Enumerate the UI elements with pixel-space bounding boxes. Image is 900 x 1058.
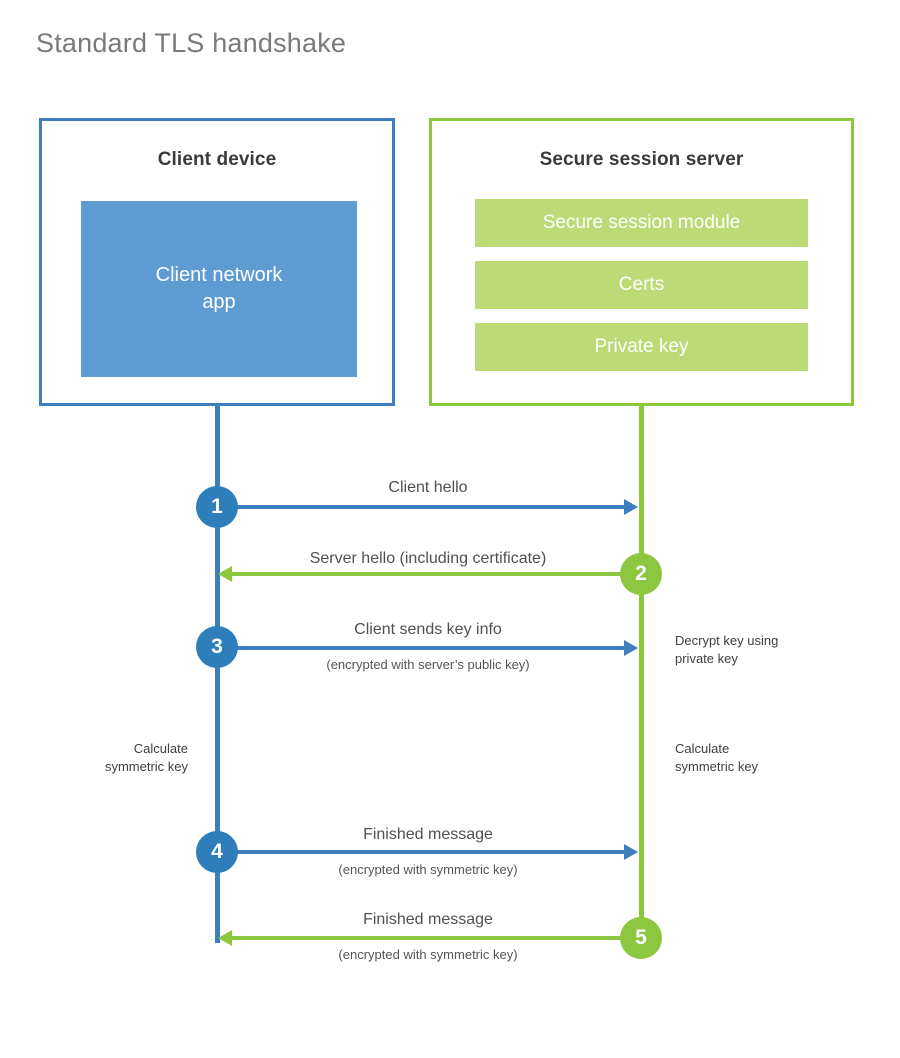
secure-session-server-title: Secure session server xyxy=(539,149,744,170)
step-4-label: Finished message xyxy=(363,826,493,843)
step-3-sublabel: (encrypted with server’s public key) xyxy=(326,657,530,672)
note-server-calculate-symmetric-key: Calculate symmetric key xyxy=(675,740,855,775)
client-network-app-block: Client network app xyxy=(81,201,357,377)
note-client-calc-line1: Calculate xyxy=(133,741,188,756)
client-device-title: Client device xyxy=(157,149,277,170)
arrow-head-right-icon xyxy=(624,640,638,656)
arrow-head-left-icon xyxy=(218,930,232,946)
step-5-arrow xyxy=(218,930,625,946)
server-lifeline xyxy=(639,406,644,939)
step-2-circle[interactable]: 2 xyxy=(620,553,662,595)
step-3-circle[interactable]: 3 xyxy=(196,626,238,668)
note-server-calc-line2: symmetric key xyxy=(675,758,759,774)
step-4-arrow xyxy=(217,844,638,860)
arrow-head-left-icon xyxy=(218,566,232,582)
client-device-box: Client device Client network app xyxy=(39,118,395,406)
step-2-arrow xyxy=(218,566,625,582)
note-client-calculate-symmetric-key: Calculate symmetric key xyxy=(40,740,188,775)
step-5-label: Finished message xyxy=(363,911,493,928)
note-client-calc-line2: symmetric key xyxy=(104,758,188,774)
note-decrypt-key-line1: Decrypt key using xyxy=(675,633,779,648)
arrow-head-right-icon xyxy=(624,844,638,860)
client-network-app-label-line2: app xyxy=(202,291,236,313)
step-3-arrow xyxy=(217,640,638,656)
note-decrypt-key: Decrypt key using private key xyxy=(675,632,855,667)
server-module-certs: Certs xyxy=(475,261,808,309)
arrow-head-right-icon xyxy=(624,499,638,515)
client-network-app-label: Client network app xyxy=(156,262,283,316)
step-2-label: Server hello (including certificate) xyxy=(309,550,547,567)
client-network-app-label-line1: Client network xyxy=(155,264,283,286)
note-decrypt-key-line2: private key xyxy=(675,650,738,666)
client-lifeline xyxy=(215,406,220,943)
step-1-arrow xyxy=(217,499,638,515)
step-1-circle[interactable]: 1 xyxy=(196,486,238,528)
step-3-label: Client sends key info xyxy=(354,621,502,638)
page-title: Standard TLS handshake xyxy=(36,28,347,58)
note-server-calc-line1: Calculate xyxy=(675,741,730,756)
server-module-secure-session-module: Secure session module xyxy=(475,199,808,247)
step-4-circle[interactable]: 4 xyxy=(196,831,238,873)
step-4-sublabel: (encrypted with symmetric key) xyxy=(338,862,518,877)
step-5-circle[interactable]: 5 xyxy=(620,917,662,959)
step-1-label: Client hello xyxy=(388,479,468,496)
step-5-sublabel: (encrypted with symmetric key) xyxy=(338,947,518,962)
secure-session-server-box: Secure session server Secure session mod… xyxy=(429,118,854,406)
server-modules-list: Secure session module Certs Private key xyxy=(475,199,808,385)
server-module-private-key: Private key xyxy=(475,323,808,371)
